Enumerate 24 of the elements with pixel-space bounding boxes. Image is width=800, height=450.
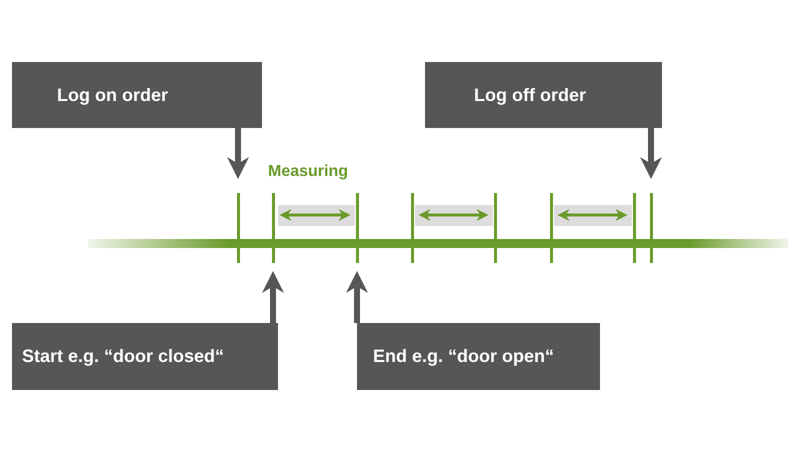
timeline-tick [550,193,552,263]
arrow [227,128,249,179]
timeline-tick [494,193,496,263]
timeline-tick [236,193,240,263]
callout-box [12,323,278,390]
callout-text: Log on order [57,84,168,106]
arrow [346,271,368,323]
timeline-tick [356,193,358,263]
double-arrow [418,209,488,221]
arrow [262,271,284,323]
timeline-tick [632,193,636,263]
callout-box [425,62,662,128]
timeline-tick [272,193,274,263]
callout-box [357,323,600,390]
callout-text: Start e.g. “door closed“ [22,346,224,367]
timeline-tick [410,193,414,263]
double-arrow [280,209,350,221]
arrow [640,128,662,179]
callout-box [12,62,262,128]
measuring-label: Measuring [268,163,348,181]
double-arrow [558,209,628,221]
callout-text: End e.g. “door open“ [373,346,554,367]
timeline-tick [650,193,652,263]
callout-text: Log off order [474,84,586,106]
